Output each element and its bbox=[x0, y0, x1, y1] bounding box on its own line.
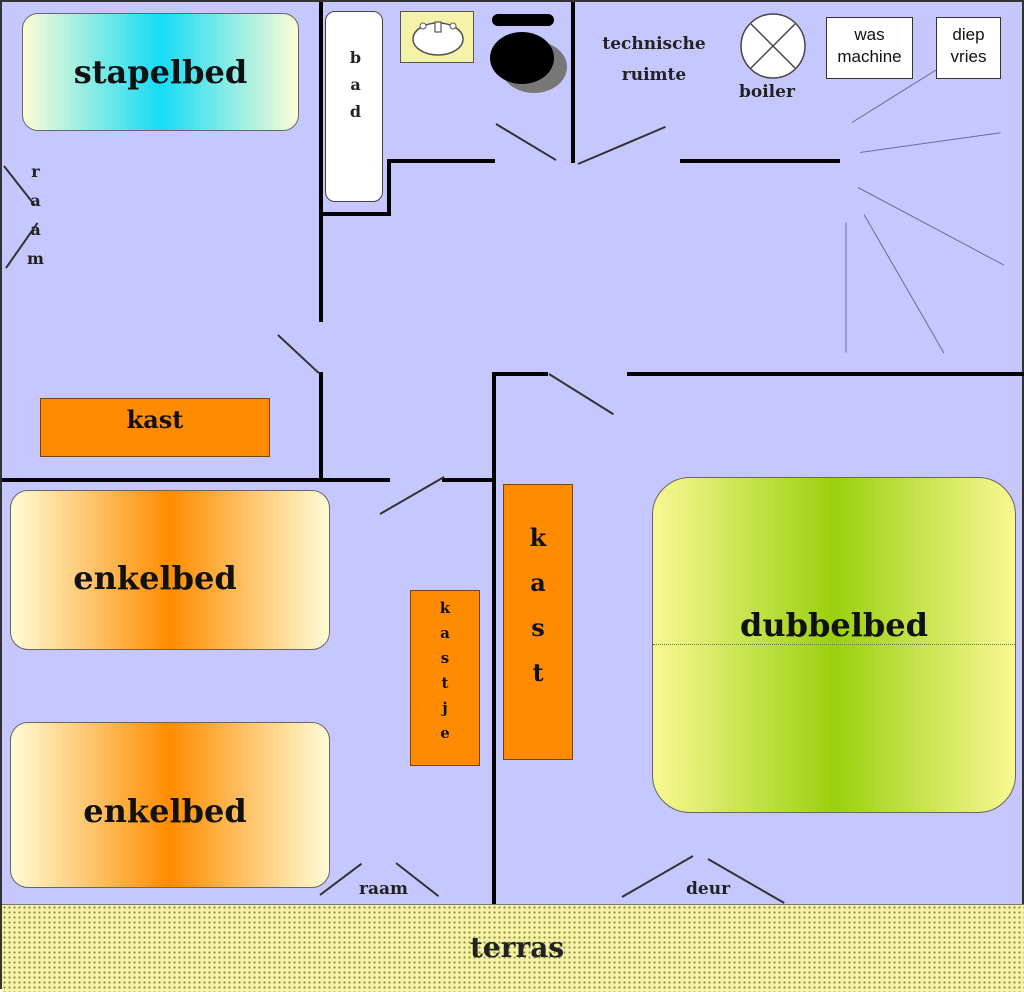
sink-icon bbox=[400, 11, 474, 63]
terras-label: terras bbox=[470, 931, 565, 964]
kast-mid-label: kast bbox=[523, 523, 553, 703]
wall-bath-right bbox=[387, 159, 391, 216]
was-line2: machine bbox=[837, 47, 902, 66]
door-swing-bath-left bbox=[495, 123, 557, 161]
diep-line1: diep bbox=[952, 25, 985, 44]
fan-line-2 bbox=[859, 132, 1001, 153]
wall-center-stub bbox=[492, 372, 548, 376]
enkelbed-2-label: enkelbed bbox=[83, 792, 247, 830]
dubbelbed-divider bbox=[653, 644, 1015, 645]
fan-line-4 bbox=[863, 214, 945, 354]
wasmachine-box: was machine bbox=[826, 17, 913, 79]
kastje-label: kastje bbox=[436, 599, 454, 749]
technische-line1: technische bbox=[602, 34, 706, 54]
door-swing-bath-right bbox=[577, 125, 666, 165]
bathtub: bad bbox=[325, 11, 383, 202]
wall-horizontal-left bbox=[2, 478, 390, 482]
was-line1: was bbox=[854, 25, 885, 44]
kast-top: kast bbox=[40, 398, 270, 457]
wall-tech-vertical bbox=[571, 2, 575, 163]
wall-vertical-left-top bbox=[319, 2, 323, 322]
enkelbed-1: enkelbed bbox=[10, 490, 330, 650]
door-swing-deur-1 bbox=[621, 855, 694, 898]
bad-label: bad bbox=[346, 48, 365, 129]
toilet-icon bbox=[486, 12, 572, 98]
wall-center-vertical bbox=[492, 372, 496, 904]
boiler-icon bbox=[739, 12, 807, 80]
technische-ruimte-label: technische ruimte bbox=[600, 29, 708, 91]
technische-line2: ruimte bbox=[621, 65, 687, 85]
door-swing-dubbelbed bbox=[548, 373, 614, 416]
stapelbed: stapelbed bbox=[22, 13, 299, 131]
kastje: kastje bbox=[410, 590, 480, 766]
terras: terras bbox=[2, 904, 1024, 992]
door-swing-stapelbed bbox=[277, 334, 320, 374]
diep-line2: vries bbox=[950, 47, 987, 66]
kast-top-label: kast bbox=[126, 405, 184, 434]
enkelbed-1-label: enkelbed bbox=[73, 559, 237, 597]
enkelbed-2: enkelbed bbox=[10, 722, 330, 888]
wall-bath-top bbox=[387, 159, 495, 163]
kast-mid: kast bbox=[503, 484, 573, 760]
boiler-label: boiler bbox=[739, 82, 795, 102]
fan-line-3 bbox=[857, 187, 1004, 266]
stapelbed-label: stapelbed bbox=[73, 53, 248, 91]
wall-tech-horizontal bbox=[680, 159, 840, 163]
dubbelbed-label: dubbelbed bbox=[739, 606, 928, 644]
raam-left-text: raam bbox=[26, 162, 45, 278]
dubbelbed: dubbelbed bbox=[652, 477, 1016, 813]
deur-label: deur bbox=[686, 879, 731, 899]
raam-bottom-label: raam bbox=[359, 879, 408, 899]
diepvries-box: diep vries bbox=[936, 17, 1001, 79]
wall-bath-lower bbox=[319, 212, 391, 216]
wall-vertical-left-mid bbox=[319, 372, 323, 480]
wall-right-horizontal bbox=[627, 372, 1024, 376]
fan-line-5 bbox=[845, 222, 847, 353]
wall-horizontal-hall bbox=[442, 478, 494, 482]
raam-left-label: raam bbox=[22, 162, 49, 278]
